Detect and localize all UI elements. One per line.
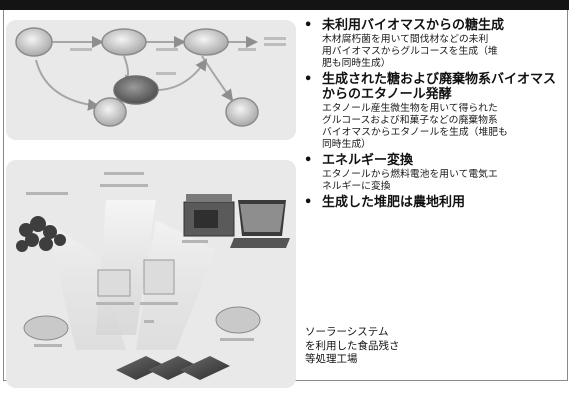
biomass-node xyxy=(15,27,53,57)
trees-icon xyxy=(16,216,66,252)
bullet-list: • 未利用バイオマスからの糖生成 木材腐朽菌を用いて間伐材などの未利 用バイオマ… xyxy=(302,18,564,212)
bullet-heading: 生成された糖および廃棄物系バイオマスからのエタノール発酵 xyxy=(322,72,557,102)
bullet-marker: • xyxy=(304,72,313,87)
solar-plant-illustration xyxy=(6,160,296,388)
detail-line: エタノール産生微生物を用いて得られた xyxy=(322,103,498,114)
bullet-marker: • xyxy=(304,153,313,168)
caption-line: 等処理工場 xyxy=(305,353,358,365)
process-flow-diagram xyxy=(6,20,296,140)
fuel-cell-device xyxy=(183,194,235,237)
bullet-marker: • xyxy=(304,18,313,33)
caption-line: ソーラーシステム xyxy=(305,326,389,338)
laptop-icon xyxy=(230,200,290,248)
bullet-item: • エネルギー変換 エタノールから燃料電池を用いて電気エ ネルギーに変換 xyxy=(302,153,564,193)
bullet-detail: エタノール産生微生物を用いて得られた グルコースおよび和菓子などの廃棄物系 バイ… xyxy=(322,103,564,151)
plant-caption: ソーラーシステム を利用した食品残さ 等処理工場 xyxy=(305,326,400,367)
detail-line: 肥も同時生成） xyxy=(322,58,391,69)
bullet-item: • 未利用バイオマスからの糖生成 木材腐朽菌を用いて間伐材などの未利 用バイオマ… xyxy=(302,18,564,70)
detail-line: 同時生成） xyxy=(322,139,371,150)
compost-dish xyxy=(23,315,69,341)
solar-panels-icon xyxy=(116,356,230,380)
detail-line: バイオマスからエタノールを生成（堆肥も xyxy=(322,127,508,138)
sugar-reactor xyxy=(97,269,131,297)
fermentation-node xyxy=(113,75,159,105)
bullet-heading: 未利用バイオマスからの糖生成 xyxy=(322,18,505,33)
caption-line: を利用した食品残さ xyxy=(305,339,400,352)
sugar-node xyxy=(101,28,147,56)
bullet-detail: 木材腐朽菌を用いて間伐材などの未利 用バイオマスからグルコースを生成（堆 肥も同… xyxy=(322,34,564,70)
bullet-item: • 生成された糖および廃棄物系バイオマスからのエタノール発酵 エタノール産生微生… xyxy=(302,72,564,151)
bullet-detail: エタノールから燃料電池を用いて電気エ ネルギーに変換 xyxy=(322,169,564,193)
bullet-item: • 生成した堆肥は農地利用 xyxy=(302,195,564,210)
detail-line: グルコースおよび和菓子などの廃棄物系 xyxy=(322,115,498,126)
food-waste-dish xyxy=(215,306,261,334)
top-bar xyxy=(0,0,569,10)
bullet-heading: 生成した堆肥は農地利用 xyxy=(322,195,466,210)
detail-line: ネルギーに変換 xyxy=(322,181,391,192)
detail-line: 用バイオマスからグルコースを生成（堆 xyxy=(322,46,498,57)
compost-node xyxy=(93,97,127,127)
bullet-marker: • xyxy=(304,195,313,210)
bullet-heading: エネルギー変換 xyxy=(322,153,414,168)
detail-line: エタノールから燃料電池を用いて電気エ xyxy=(322,169,498,180)
detail-line: 木材腐朽菌を用いて間伐材などの未利 xyxy=(322,34,489,45)
ethanol-node xyxy=(183,28,229,56)
compost-node-2 xyxy=(225,97,259,127)
fermentation-tank xyxy=(143,259,175,295)
